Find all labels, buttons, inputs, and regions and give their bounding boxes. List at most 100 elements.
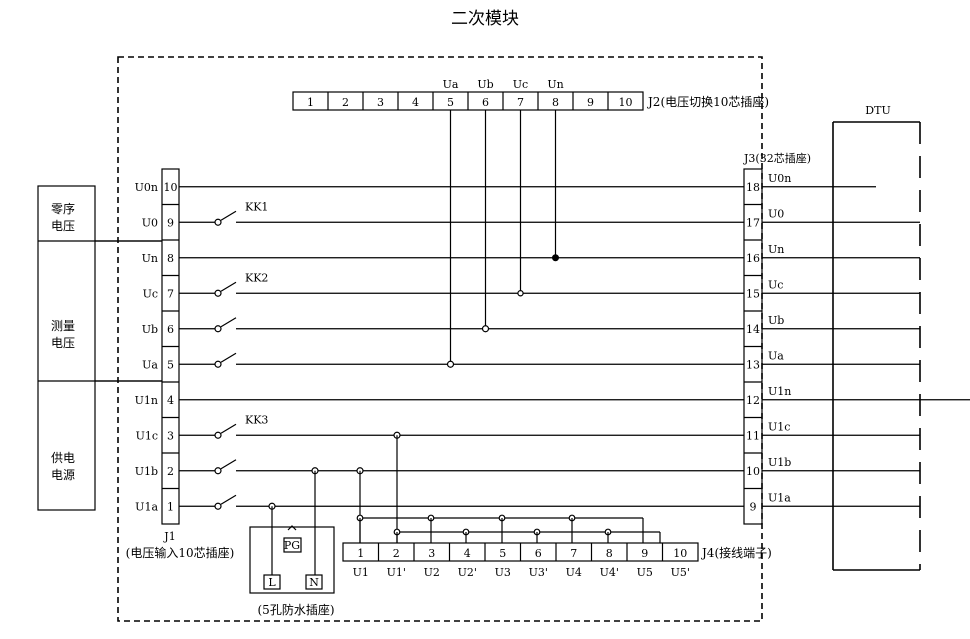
j2-pin-number: 9 bbox=[587, 96, 594, 109]
j4-pin-number: 1 bbox=[357, 547, 364, 560]
side-group-label: 零序 bbox=[51, 201, 75, 216]
socket-pin-pg bbox=[283, 537, 302, 553]
switch-contact bbox=[214, 502, 222, 510]
j1-label: J1 bbox=[163, 530, 175, 543]
j2-pin-number: 2 bbox=[342, 96, 349, 109]
j3-signal-label: Ub bbox=[768, 314, 784, 327]
j2-pin-number: 10 bbox=[619, 96, 633, 109]
socket-pin-n bbox=[305, 574, 323, 590]
j1-signal-label: U1c bbox=[136, 429, 158, 442]
side-group-label: 电压 bbox=[51, 336, 75, 350]
junction bbox=[481, 325, 490, 333]
switch-contact bbox=[214, 218, 222, 226]
j2-pin-number: 8 bbox=[552, 96, 559, 109]
side-group-frame bbox=[37, 185, 96, 511]
socket-pin-l bbox=[263, 574, 281, 590]
j3-pin-number: 16 bbox=[746, 252, 760, 265]
j3-pin-number: 18 bbox=[746, 181, 760, 194]
j1-pin-number: 1 bbox=[167, 500, 174, 513]
j3-signal-label: U1n bbox=[768, 385, 791, 398]
j4-pin-number: 10 bbox=[673, 547, 687, 560]
j2-top-label: Un bbox=[547, 78, 563, 91]
switch-blade bbox=[220, 459, 237, 470]
j4-bottom-label: U3' bbox=[529, 566, 548, 579]
side-group-label: 测量 bbox=[51, 319, 75, 333]
switch-blade bbox=[220, 352, 237, 363]
j3-signal-label: U0n bbox=[768, 172, 791, 185]
switch-contact bbox=[214, 360, 222, 368]
j4-pin-number: 2 bbox=[393, 547, 400, 560]
switch-contact bbox=[214, 467, 222, 475]
j1-pin-number: 6 bbox=[167, 323, 174, 336]
j2-pin-number: 6 bbox=[482, 96, 489, 109]
j1-signal-label: Un bbox=[142, 252, 158, 265]
switch-label: KK2 bbox=[245, 271, 268, 284]
switch-blade bbox=[220, 210, 237, 221]
j2-pin-number: 7 bbox=[517, 96, 524, 109]
j4-bottom-label: U5' bbox=[671, 566, 690, 579]
j2-top-label: Uc bbox=[513, 78, 528, 91]
junction bbox=[446, 360, 455, 368]
switch-blade bbox=[220, 423, 237, 434]
j3-pin-number: 14 bbox=[746, 323, 760, 336]
j3-signal-label: U1b bbox=[768, 456, 791, 469]
j1-signal-label: U0 bbox=[142, 216, 158, 229]
j4-pin-number: 8 bbox=[606, 547, 613, 560]
j4-pin-number: 9 bbox=[641, 547, 648, 560]
j1-pin-number: 2 bbox=[167, 465, 174, 478]
j2-pin-number: 1 bbox=[307, 96, 314, 109]
module-boundary bbox=[117, 56, 763, 622]
j3-signal-label: U0 bbox=[768, 207, 784, 220]
j4-pin-number: 6 bbox=[535, 547, 542, 560]
j1-pin-number: 10 bbox=[164, 181, 178, 194]
j3-signal-label: Uc bbox=[768, 278, 783, 291]
j4-bottom-label: U4' bbox=[600, 566, 619, 579]
socket-frame bbox=[249, 526, 335, 594]
waterproof-socket: PG L N bbox=[249, 525, 335, 594]
j4-label: J4(接线端子) bbox=[700, 545, 772, 560]
j2-pin-number: 3 bbox=[377, 96, 384, 109]
j1-signal-label: Ub bbox=[142, 323, 158, 336]
j4-pin-number: 3 bbox=[428, 547, 435, 560]
j4-bottom-label: U3 bbox=[495, 566, 511, 579]
j1-signal-label: Uc bbox=[143, 287, 158, 300]
junction-dot bbox=[552, 254, 559, 262]
j3-pin-number: 13 bbox=[746, 358, 760, 371]
j3-pin-number: 15 bbox=[746, 287, 760, 300]
socket-pin-label: N bbox=[309, 576, 319, 589]
j3-signal-label: Ua bbox=[768, 349, 784, 362]
j3-pin-number: 10 bbox=[746, 465, 760, 478]
side-group-label: 电压 bbox=[51, 219, 75, 233]
j3-pin-number: 17 bbox=[746, 216, 760, 229]
socket-pin-label: PG bbox=[284, 539, 300, 552]
switch-blade bbox=[220, 494, 237, 505]
j1-caption: (电压输入10芯插座) bbox=[126, 545, 235, 560]
switch-contact bbox=[214, 289, 222, 297]
j1-signal-label: Ua bbox=[142, 358, 158, 371]
switch-blade bbox=[220, 317, 237, 328]
side-group-label: 电源 bbox=[51, 468, 75, 482]
switch-contact bbox=[214, 431, 222, 439]
j4-pin-number: 7 bbox=[570, 547, 577, 560]
j1-signal-label: U1n bbox=[135, 394, 158, 407]
switch-label: KK3 bbox=[245, 413, 268, 426]
j2-pin-number: 4 bbox=[412, 96, 419, 109]
j1-pin-number: 5 bbox=[167, 358, 174, 371]
ground-icon bbox=[287, 525, 297, 531]
switch-blade bbox=[220, 281, 237, 292]
dtu-label: DTU bbox=[865, 104, 890, 117]
socket-pin-label: L bbox=[268, 576, 276, 589]
j1-pin-number: 9 bbox=[167, 216, 174, 229]
switch-contact bbox=[214, 325, 222, 333]
j2-pin-number: 5 bbox=[447, 96, 454, 109]
j3-pin-number: 11 bbox=[746, 429, 760, 442]
j4-bottom-label: U5 bbox=[637, 566, 653, 579]
j1-signal-label: U1b bbox=[135, 465, 158, 478]
j1-signal-label: U1a bbox=[135, 500, 158, 513]
side-group-label: 供电 bbox=[51, 451, 75, 465]
j4-bottom-label: U2 bbox=[424, 566, 440, 579]
